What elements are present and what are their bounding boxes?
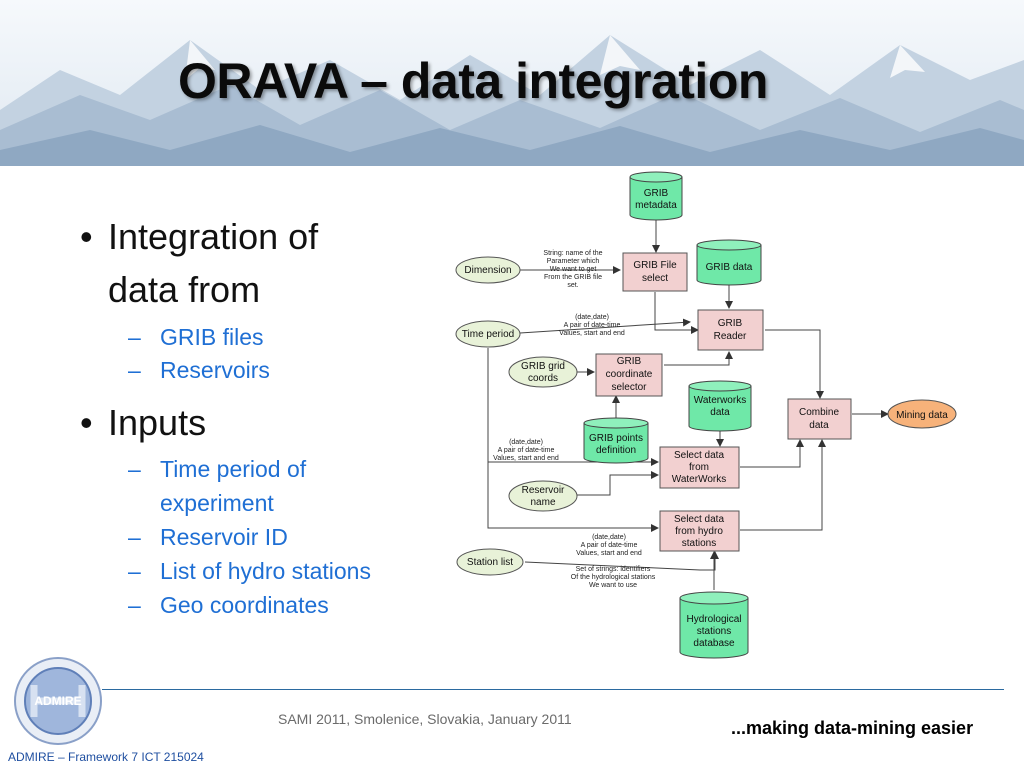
ellipse-mining-data — [887, 399, 957, 429]
sub-bullet-hydro-stations: List of hydro stations — [78, 555, 388, 589]
edge-hydro-combine — [740, 439, 826, 531]
label-waterworks-select-2: from — [689, 462, 709, 473]
ellipse-station-list — [456, 548, 524, 576]
edge-time-hydro — [487, 348, 659, 532]
label-reader-1: GRIB — [718, 318, 743, 329]
label-waterworks-2: data — [710, 407, 730, 418]
edge-reservoir-select — [577, 471, 659, 496]
sub-bullet-geo-coordinates: Geo coordinates — [78, 589, 388, 623]
label-hydro-select-3: stations — [682, 538, 716, 549]
process-grib-coordinate-selector — [595, 353, 663, 397]
sub-bullet-grib-files: GRIB files — [78, 321, 388, 355]
label-file-select-2: select — [642, 273, 668, 284]
note-parameter-2: Parameter which — [547, 258, 600, 265]
process-grib-reader — [697, 309, 764, 351]
note-parameter-1: String: name of the — [543, 250, 602, 257]
label-reservoir-name-2: name — [530, 497, 555, 508]
note-time-1a: (date,date) — [575, 314, 609, 321]
note-time-1c: Values, start and end — [559, 330, 625, 337]
bullet-integration: Integration of data from — [78, 210, 388, 317]
bullet-list: Integration of data from GRIB files Rese… — [78, 210, 388, 622]
label-time-period: Time period — [462, 329, 514, 340]
label-grib-metadata-1: GRIB — [644, 188, 669, 199]
ellipse-dimension — [455, 256, 521, 284]
ellipse-grib-grid-coords — [508, 356, 578, 388]
label-grib-data: GRIB data — [706, 262, 753, 273]
footer-tagline: ...making data-mining easier — [731, 718, 974, 738]
page-title: ORAVA – data integration — [178, 53, 768, 109]
note-parameter-3: We want to get — [550, 266, 597, 273]
label-hydro-select-1: Select data — [674, 514, 724, 525]
note-stations-2: Of the hydrological stations — [571, 574, 656, 581]
label-grib-points-1: GRIB points — [589, 433, 643, 444]
edge-stations-hydro — [524, 551, 719, 571]
bullet-inputs: Inputs — [78, 396, 388, 450]
label-grib-points-2: definition — [596, 445, 636, 456]
note-time-3c: Values, start and end — [576, 550, 642, 557]
process-select-waterworks — [659, 446, 740, 489]
cylinder-hydrological-db — [679, 591, 749, 659]
label-file-select-1: GRIB File — [633, 260, 677, 271]
sub-bullet-time-period: Time period of experiment — [78, 453, 388, 521]
header-banner: ORAVA – data integration — [0, 0, 1024, 166]
edge-fileselect-reader — [654, 292, 699, 334]
process-combine-data — [787, 398, 852, 440]
ellipse-time-period — [455, 320, 521, 348]
ellipse-reservoir-name — [508, 480, 578, 512]
process-grib-file-select — [622, 252, 688, 292]
label-dimension: Dimension — [464, 265, 511, 276]
note-time-2b: A pair of date-time — [498, 447, 555, 454]
admire-logo: ADMIRE — [14, 657, 102, 745]
label-hydro-db-3: database — [693, 638, 735, 649]
logo-wordmark: ADMIRE — [34, 694, 81, 708]
label-selector-2: coordinate — [606, 369, 653, 380]
label-grid-coords-2: coords — [528, 373, 558, 384]
edge-time-reader — [519, 318, 691, 334]
label-selector-1: GRIB — [617, 356, 642, 367]
cylinder-grib-metadata — [629, 171, 683, 221]
label-selector-3: selector — [611, 382, 647, 393]
label-combine-2: data — [809, 420, 829, 431]
label-reader-2: Reader — [714, 331, 747, 342]
label-reservoir-name-1: Reservoir — [522, 485, 565, 496]
note-time-3a: (date,date) — [592, 534, 626, 541]
edge-selector-reader — [664, 351, 733, 366]
mountain-background — [0, 0, 1024, 166]
label-hydro-select-2: from hydro — [675, 526, 723, 537]
footer-event: SAMI 2011, Smolenice, Slovakia, January … — [278, 711, 572, 727]
label-waterworks-1: Waterworks — [694, 395, 746, 406]
note-time-2c: Values, start and end — [493, 455, 559, 462]
label-station-list: Station list — [467, 557, 513, 568]
edge-reader-combine — [765, 329, 824, 399]
footer-project: ADMIRE – Framework 7 ICT 215024 — [8, 750, 204, 764]
note-time-3b: A pair of date-time — [581, 542, 638, 549]
cylinder-waterworks-data — [688, 380, 752, 432]
edge-waterworks-combine — [740, 439, 804, 468]
cylinder-grib-points-definition — [583, 417, 649, 464]
process-select-hydro — [659, 510, 740, 552]
note-stations-1: Set of strings: identifiers — [576, 566, 651, 573]
note-time-2a: (date,date) — [509, 439, 543, 446]
label-waterworks-select-1: Select data — [674, 450, 724, 461]
label-waterworks-select-3: WaterWorks — [672, 474, 726, 485]
note-time-1b: A pair of date-time — [564, 322, 621, 329]
sub-bullet-reservoir-id: Reservoir ID — [78, 521, 388, 555]
label-combine-1: Combine — [799, 407, 839, 418]
note-parameter-4: From the GRIB file — [544, 274, 602, 281]
label-grid-coords-1: GRIB grid — [521, 361, 565, 372]
flow-diagram: GRIB metadata GRIB data Waterworks data … — [455, 171, 957, 659]
note-parameter-5: set. — [567, 282, 578, 289]
label-hydro-db-1: Hydrological — [686, 614, 741, 625]
sub-bullet-reservoirs: Reservoirs — [78, 354, 388, 388]
cylinder-grib-data — [696, 239, 762, 286]
label-hydro-db-2: stations — [697, 626, 731, 637]
label-grib-metadata-2: metadata — [635, 200, 677, 211]
label-mining-data: Mining data — [896, 410, 948, 421]
note-stations-3: We want to use — [589, 582, 637, 589]
footer-rule — [102, 689, 1004, 690]
